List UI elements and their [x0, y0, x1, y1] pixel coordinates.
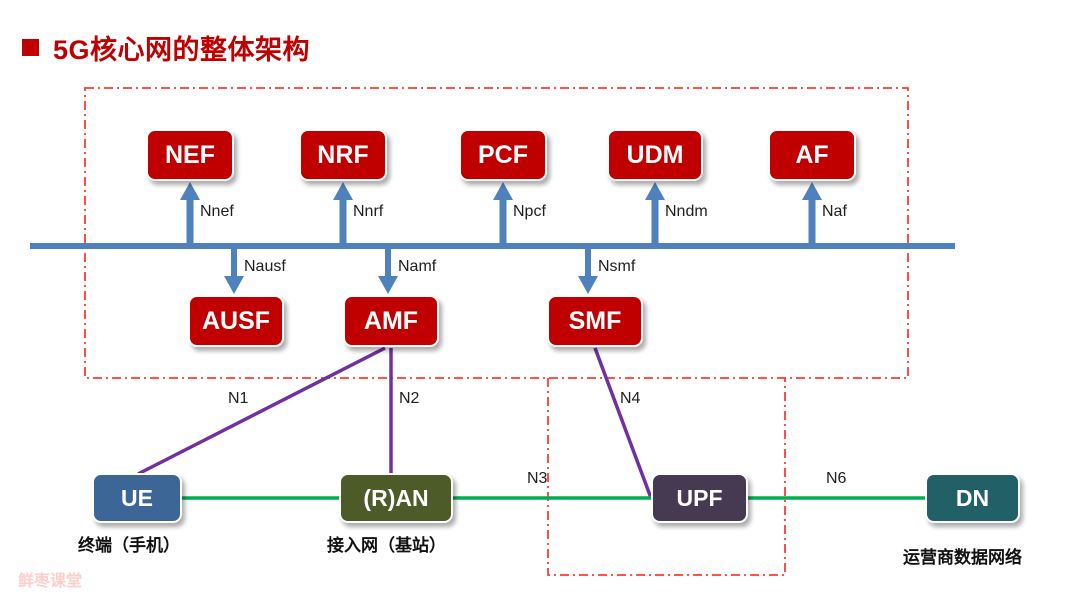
page-title: 5G核心网的整体架构 — [22, 28, 310, 67]
node-nrf[interactable]: NRF — [299, 129, 387, 181]
interface-label-nndm: Nndm — [665, 203, 708, 220]
reference-point-label-n2: N2 — [399, 390, 420, 407]
node-smf[interactable]: SMF — [547, 295, 643, 347]
bus-arrowhead-nrf — [333, 182, 353, 200]
bus-arrowhead-amf — [378, 276, 398, 294]
node-ue[interactable]: UE — [92, 473, 182, 523]
bus-arrowhead-ausf — [224, 276, 244, 294]
caption-ran: 接入网（基站） — [327, 536, 446, 555]
bus-arrowhead-udm — [645, 182, 665, 200]
reference-point-label-n1: N1 — [228, 390, 249, 407]
node-amf[interactable]: AMF — [343, 295, 439, 347]
node-upf[interactable]: UPF — [651, 473, 748, 523]
interface-label-npcf: Npcf — [513, 203, 546, 220]
caption-ue: 终端（手机） — [78, 536, 180, 555]
reference-point-label-n6: N6 — [826, 470, 847, 487]
bus-arrowhead-smf — [578, 276, 598, 294]
interface-label-naf: Naf — [822, 203, 847, 220]
reference-point-label-n3: N3 — [527, 470, 548, 487]
watermark: 鲜枣课堂 — [18, 573, 83, 590]
node-udm[interactable]: UDM — [607, 129, 703, 181]
interface-label-nsmf: Nsmf — [598, 258, 636, 275]
bus-arrowhead-af — [802, 182, 822, 200]
bus-arrowhead-pcf — [493, 182, 513, 200]
caption-dn: 运营商数据网络 — [903, 548, 1022, 567]
link-n1-ue-amf — [137, 346, 386, 476]
page-title-text: 5G核心网的整体架构 — [53, 35, 311, 65]
interface-label-namf: Namf — [398, 258, 437, 275]
node-nef[interactable]: NEF — [146, 129, 234, 181]
link-n4-smf-upf — [593, 347, 653, 499]
node-pcf[interactable]: PCF — [459, 129, 547, 181]
interface-label-nausf: Nausf — [244, 258, 286, 275]
bullet-square-icon — [22, 39, 39, 56]
node-ran[interactable]: (R)AN — [339, 473, 453, 523]
reference-point-label-n4: N4 — [620, 390, 641, 407]
node-af[interactable]: AF — [768, 129, 856, 181]
interface-label-nnef: Nnef — [200, 203, 234, 220]
bus-arrowhead-nef — [180, 182, 200, 200]
interface-label-nnrf: Nnrf — [353, 203, 384, 220]
node-dn[interactable]: DN — [925, 473, 1020, 523]
node-ausf[interactable]: AUSF — [188, 295, 284, 347]
